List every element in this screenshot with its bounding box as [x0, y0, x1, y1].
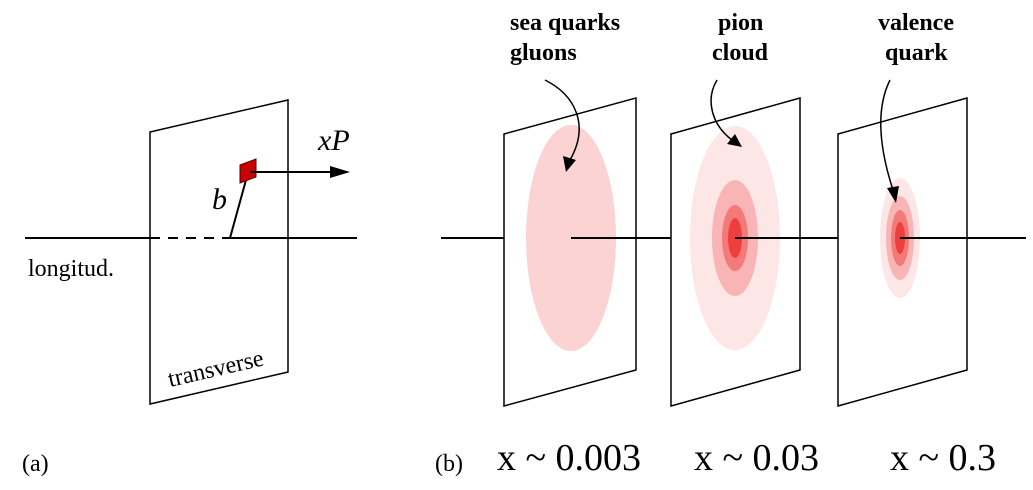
label-cloud: cloud	[712, 40, 769, 66]
panel-b-tag: (b)	[435, 451, 463, 477]
label-pion: pion	[718, 10, 763, 36]
transverse-plane	[149, 99, 289, 405]
panel-a: b xP longitud. transverse (a)	[22, 99, 357, 477]
transverse-label: transverse	[166, 346, 267, 393]
b-label: b	[212, 183, 227, 216]
parton-patch	[239, 158, 257, 184]
label-quark: quark	[885, 40, 948, 66]
impact-parameter-line	[229, 179, 247, 239]
pointer-arrowhead-sea	[563, 156, 576, 172]
panel-b: sea quarks gluons pion cloud valence qua…	[435, 10, 1026, 479]
plane-sea-quarks	[503, 97, 671, 407]
x-label-pion: x ~ 0.03	[694, 437, 819, 479]
label-gluons: gluons	[510, 40, 577, 66]
label-sea-quarks: sea quarks	[510, 10, 620, 36]
plane-pion-cloud	[670, 97, 838, 407]
x-label-sea: x ~ 0.003	[497, 437, 641, 479]
pointer-arrow-sea	[544, 79, 580, 161]
longitudinal-label: longitud.	[28, 256, 114, 282]
pointer-arrowhead-valence	[887, 186, 899, 203]
pointer-arrowhead-pion	[727, 134, 742, 147]
plane-valence-quark	[837, 97, 1026, 407]
momentum-label: xP	[317, 124, 350, 157]
pointer-arrow-pion	[710, 79, 733, 141]
panel-a-tag: (a)	[22, 451, 49, 477]
pointer-arrow-valence	[880, 79, 894, 191]
momentum-arrow-head	[330, 166, 350, 178]
x-label-valence: x ~ 0.3	[890, 437, 996, 479]
label-valence: valence	[878, 10, 954, 36]
